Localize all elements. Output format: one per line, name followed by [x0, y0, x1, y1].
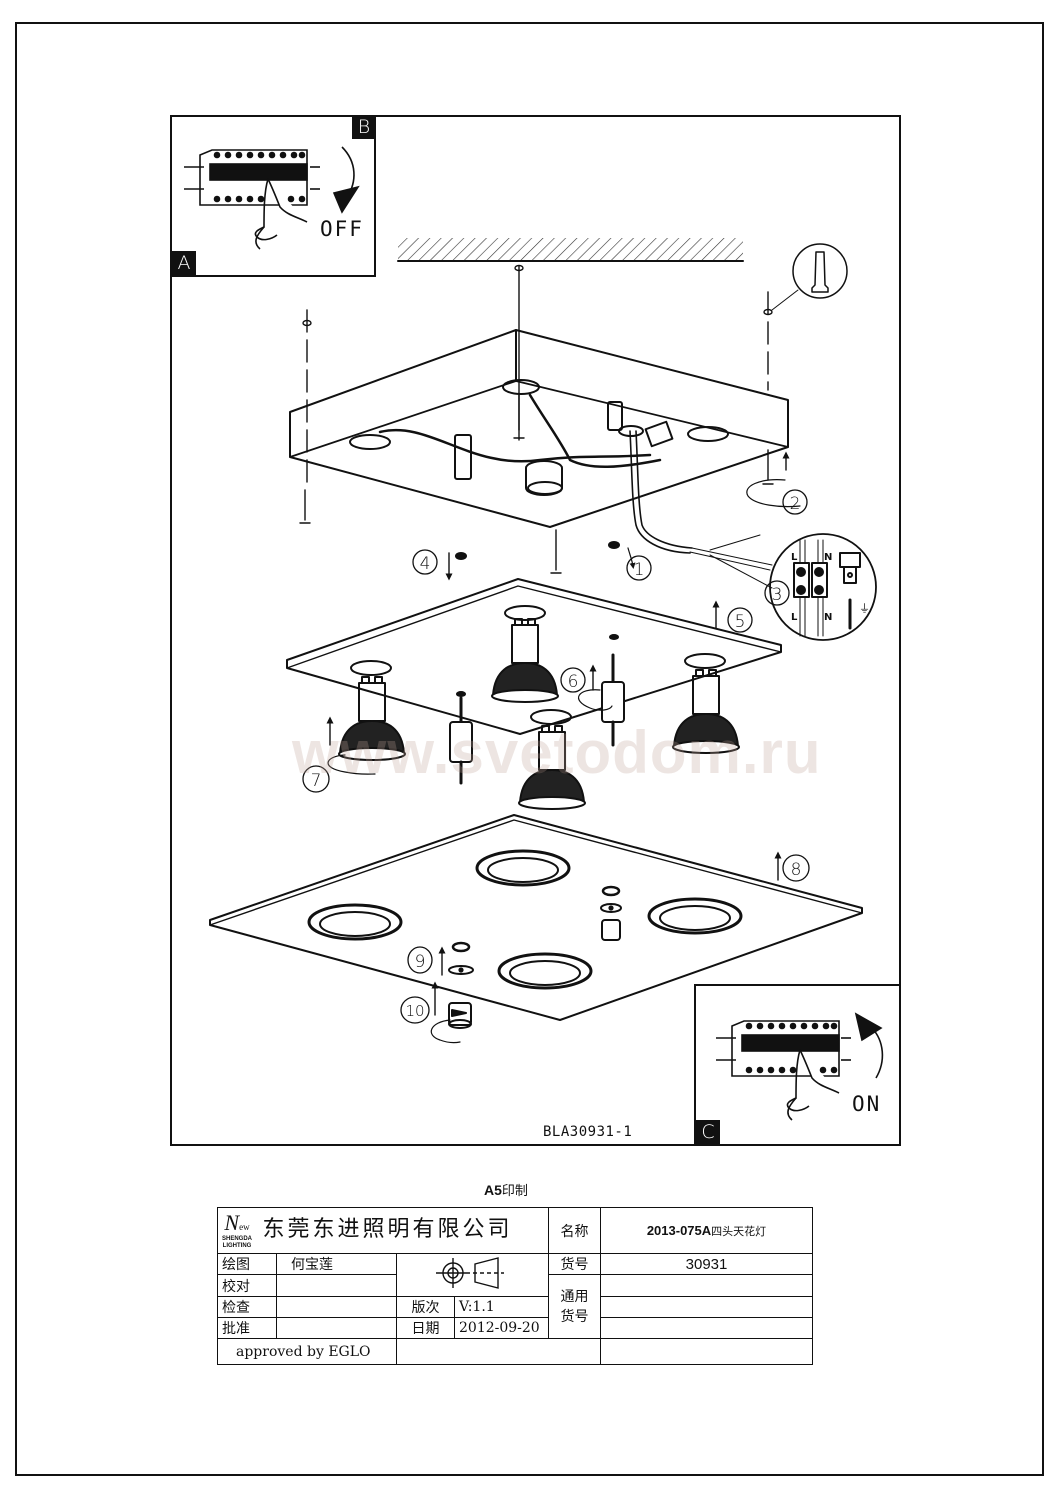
rotate-arrow-icon	[746, 479, 801, 508]
inspected-label: 检查	[217, 1296, 277, 1318]
spotlight-ring-icon	[307, 849, 743, 990]
logo-mark-suffix: ew	[239, 1222, 250, 1232]
company-logo: New SHENGDA LIGHTING	[222, 1212, 253, 1250]
date-value: 2012-09-20	[454, 1317, 549, 1339]
switch-on-label: ON	[852, 1092, 882, 1116]
print-note: A5印制	[484, 1180, 528, 1199]
common-item-1	[600, 1274, 813, 1297]
step-callouts	[302, 489, 810, 1024]
first-angle-projection-icon	[435, 1257, 504, 1289]
inset-switch-on: ON C	[694, 984, 901, 1146]
screw-icon	[299, 394, 774, 574]
ground-icon: ⏚	[859, 602, 870, 615]
common-item-label-2: 货号	[560, 1308, 589, 1325]
cap-nut-icon	[448, 1002, 472, 1029]
inset-tag-b: B	[352, 115, 376, 139]
checked-label: 校对	[217, 1274, 277, 1297]
step-5-label: 5	[735, 612, 746, 632]
step-8-label: 8	[791, 860, 802, 880]
drawing-frame	[170, 115, 901, 1146]
item-no-label: 货号	[548, 1253, 601, 1275]
terminal-neutral-label: N	[824, 552, 832, 563]
step-7-label: 7	[311, 771, 322, 791]
rotate-arrow-icon	[430, 1019, 461, 1044]
supply-wires	[689, 534, 773, 589]
mounting-guides	[302, 264, 799, 491]
page-border	[15, 22, 1044, 1476]
company-name: 东莞东进照明有限公司	[262, 1217, 513, 1242]
step-2-label: 2	[790, 494, 801, 514]
step-6-label: 6	[568, 672, 579, 692]
mounting-plate	[286, 578, 782, 735]
step-9-label: 9	[415, 952, 426, 972]
circuit-breaker-icon	[184, 146, 360, 250]
wire-arrow-icon	[627, 547, 636, 569]
item-no: 30931	[600, 1253, 813, 1275]
terminal-block-detail	[769, 533, 877, 641]
gu10-bulb-icon	[338, 618, 740, 810]
washer-icon	[608, 541, 620, 549]
version-label: 版次	[396, 1296, 455, 1318]
drawn-label: 绘图	[217, 1253, 277, 1275]
inset-switch-off: OFF A B	[170, 115, 376, 277]
terminal-neutral-label: N	[824, 612, 832, 623]
company-cell: New SHENGDA LIGHTING 东莞东进照明有限公司	[217, 1207, 549, 1254]
inset-tag-a: A	[172, 251, 196, 275]
drawing-code: BLA30931-1	[543, 1124, 633, 1140]
checked-by	[276, 1274, 397, 1297]
watermark: www.svetodom.ru	[292, 719, 822, 786]
rotate-arrow-icon	[327, 754, 376, 775]
step-1-label: 1	[634, 560, 645, 580]
terminal-live-label: L	[791, 552, 798, 563]
product-code: 2013-075A	[646, 1222, 712, 1238]
step-3-label: 3	[772, 585, 783, 605]
step-4-label: 4	[420, 554, 431, 574]
product-name: 2013-075A四头天花灯	[600, 1207, 813, 1254]
blank-cell	[600, 1338, 813, 1365]
drawn-by: 何宝莲	[276, 1253, 397, 1275]
spacer-bolt-icon	[449, 653, 625, 785]
product-description: 四头天花灯	[711, 1224, 767, 1238]
approved-label: 批准	[217, 1317, 277, 1339]
cover-plate	[209, 814, 863, 1021]
switch-off-label: OFF	[320, 217, 364, 241]
title-block: New SHENGDA LIGHTING 东莞东进照明有限公司 名称 2013-…	[217, 1207, 813, 1365]
logo-line-2: LIGHTING	[222, 1243, 252, 1249]
inset-tag-c: C	[696, 1120, 720, 1144]
common-item-label: 通用货号	[548, 1274, 601, 1339]
common-item-3	[600, 1317, 813, 1339]
ceiling-icon	[397, 238, 744, 262]
step-10-label: 10	[405, 1002, 424, 1020]
print-note-text: 印制	[501, 1184, 528, 1199]
approved-by	[276, 1317, 397, 1339]
inspected-by	[276, 1296, 397, 1318]
rotate-arrow-icon	[577, 689, 613, 711]
projection-symbol-cell	[396, 1253, 549, 1297]
date-label: 日期	[396, 1317, 455, 1339]
common-item-label-1: 通用	[560, 1288, 589, 1305]
blank-cell	[396, 1338, 601, 1365]
approval-note: approved by EGLO	[217, 1338, 397, 1365]
washer-icon	[455, 552, 467, 560]
wall-plug-icon	[792, 243, 848, 299]
terminal-live-label: L	[791, 612, 798, 623]
ceiling-base-box	[289, 329, 789, 554]
version-value: V:1.1	[454, 1296, 549, 1318]
logo-mark: N	[224, 1210, 240, 1235]
common-item-2	[600, 1296, 813, 1318]
print-size: A5	[484, 1182, 502, 1198]
name-label: 名称	[548, 1207, 601, 1254]
circuit-breaker-icon	[716, 1012, 884, 1121]
logo-line-1: SHENGDA	[222, 1236, 253, 1242]
